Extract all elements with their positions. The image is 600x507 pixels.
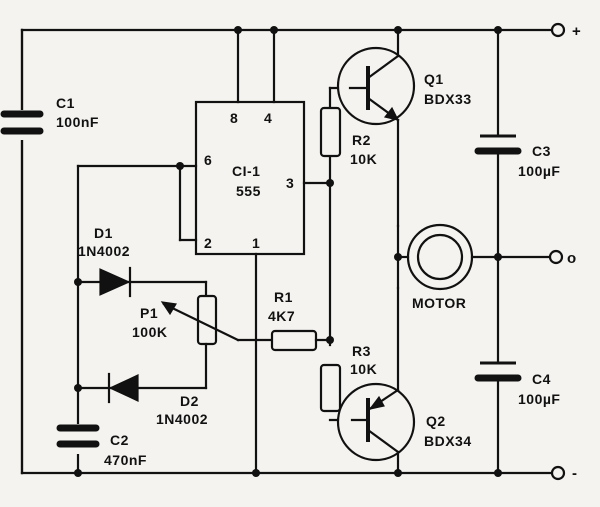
junction-dots xyxy=(74,26,502,477)
q1-ref: Q1 xyxy=(424,71,444,87)
capacitor-c2 xyxy=(56,424,100,454)
terminal-output[interactable]: o xyxy=(496,249,576,267)
terminal-plus-label: + xyxy=(572,23,581,40)
r3-ref: R3 xyxy=(352,343,371,359)
capacitor-c3 xyxy=(474,28,522,259)
motor-label: MOTOR xyxy=(412,295,466,311)
r1-ref: R1 xyxy=(274,289,293,305)
transistor-q2 xyxy=(336,286,416,475)
q1-value: BDX33 xyxy=(424,91,472,107)
ic-ref: CI-1 xyxy=(232,163,260,179)
c4-ref: C4 xyxy=(532,371,551,387)
transistor-q1 xyxy=(336,28,416,228)
d2-ref: D2 xyxy=(180,393,199,409)
p1-value: 100K xyxy=(132,324,167,340)
d2-value: 1N4002 xyxy=(156,411,208,427)
r3-value: 10K xyxy=(350,361,377,377)
d1-ref: D1 xyxy=(94,225,113,241)
resistor-r1 xyxy=(270,329,332,352)
q2-ref: Q2 xyxy=(426,413,446,429)
ic-pin-2: 2 xyxy=(204,235,212,251)
diode-d1 xyxy=(76,266,208,298)
c3-ref: C3 xyxy=(532,143,551,159)
c2-ref: C2 xyxy=(110,432,129,448)
resistor-r3 xyxy=(319,363,354,422)
ic-value: 555 xyxy=(236,183,261,199)
ic-pin-6: 6 xyxy=(204,152,212,168)
r1-value: 4K7 xyxy=(268,308,295,324)
c1-ref: C1 xyxy=(56,95,75,111)
capacitor-c4 xyxy=(474,255,522,475)
ic-pin-4: 4 xyxy=(264,110,272,126)
terminal-output-label: o xyxy=(567,250,576,267)
c1-value: 100nF xyxy=(56,114,99,130)
motor xyxy=(396,223,500,291)
capacitor-c1 xyxy=(0,28,44,475)
ic-pin-1: 1 xyxy=(252,235,260,251)
potentiometer-p1 xyxy=(160,280,274,390)
c4-value: 100µF xyxy=(518,391,560,407)
c2-value: 470nF xyxy=(104,452,147,468)
terminal-minus-label: - xyxy=(572,465,577,482)
terminal-plus[interactable]: + xyxy=(550,22,581,40)
r2-value: 10K xyxy=(350,151,377,167)
ic-555 xyxy=(194,100,306,256)
ic-pin-8: 8 xyxy=(230,110,238,126)
ic-pin-3: 3 xyxy=(286,175,294,191)
terminal-minus[interactable]: - xyxy=(550,465,577,482)
diode-d2 xyxy=(76,372,208,404)
q2-value: BDX34 xyxy=(424,433,472,449)
d1-value: 1N4002 xyxy=(78,243,130,259)
p1-ref: P1 xyxy=(140,305,158,321)
r2-ref: R2 xyxy=(352,132,371,148)
c3-value: 100µF xyxy=(518,163,560,179)
